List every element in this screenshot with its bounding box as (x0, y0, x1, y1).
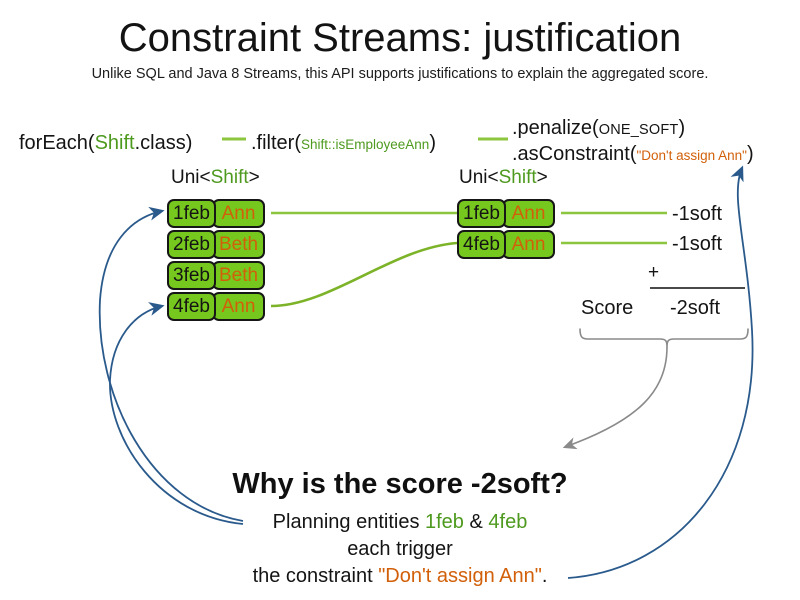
left-fact-row-4[interactable]: 4feb Ann (167, 292, 265, 321)
row-penalty-1: -1soft (672, 203, 723, 225)
explanation-line-1: Planning entities 1feb & 4feb (0, 511, 800, 534)
left-row-1-employee: Ann (212, 199, 265, 228)
code-step-filter[interactable]: .filter(Shift::isEmployeeAnn) (251, 133, 436, 153)
left-row-1-date: 1feb (167, 199, 216, 228)
left-row-2-date: 2feb (167, 230, 216, 259)
right-row-1-employee: Ann (502, 199, 555, 228)
score-sum-operator: + (648, 262, 660, 283)
left-uni-suffix: > (248, 167, 260, 188)
left-fact-row-3[interactable]: 3feb Beth (167, 261, 265, 290)
right-uni-suffix: > (536, 167, 548, 188)
left-stream-type-label: Uni<Shift> (171, 167, 260, 189)
justification-arrow-4feb (109, 302, 244, 525)
code-step-foreach[interactable]: forEach(Shift.class) (19, 133, 192, 153)
right-fact-row-2[interactable]: 4feb Ann (457, 230, 555, 259)
code-asconstraint-prefix: .asConstraint( (512, 143, 637, 165)
right-row-2-employee: Ann (502, 230, 555, 259)
score-label: Score (581, 297, 634, 319)
explanation-constraint-name: "Don't assign Ann" (378, 565, 542, 587)
right-fact-row-1[interactable]: 1feb Ann (457, 199, 555, 228)
code-foreach-suffix: .class) (134, 132, 193, 154)
explanation-line3-period: . (541, 565, 548, 587)
left-row-3-employee: Beth (212, 261, 265, 290)
score-total-value: -2soft (670, 297, 721, 319)
right-stream-type-label: Uni<Shift> (459, 167, 548, 189)
left-row-4-employee: Ann (212, 292, 265, 321)
explanation-heading: Why is the score -2soft? (232, 468, 568, 500)
explanation-entity-1feb: 1feb (425, 511, 464, 533)
score-brace (579, 328, 749, 348)
slide-subtitle: Unlike SQL and Java 8 Streams, this API … (91, 66, 709, 82)
explanation-line1-text: Planning entities (272, 511, 425, 533)
left-row-3-date: 3feb (167, 261, 216, 290)
explanation-entity-4feb: 4feb (488, 511, 528, 533)
code-penalize-prefix: .penalize( (512, 117, 599, 139)
left-fact-row-2[interactable]: 2feb Beth (167, 230, 265, 259)
left-uni-generic: Shift (210, 167, 249, 188)
justification-arrow-1feb (98, 206, 244, 522)
left-row-4-date: 4feb (167, 292, 216, 321)
left-fact-row-1[interactable]: 1feb Ann (167, 199, 265, 228)
code-asconstraint-suffix: ) (746, 143, 754, 165)
right-row-1-date: 1feb (457, 199, 506, 228)
justification-arrow-constraint (567, 165, 754, 579)
code-asconstraint-arg: "Don't assign Ann" (636, 148, 747, 163)
explanation-line3-text: the constraint (252, 565, 379, 587)
code-penalize-arg: ONE_SOFT (598, 122, 679, 138)
code-penalize-suffix: ) (678, 117, 686, 139)
code-filter-suffix: ) (429, 132, 436, 154)
stream-edge-4feb (270, 241, 458, 308)
code-foreach-arg: Shift (94, 132, 135, 154)
explanation-line1-amp: & (463, 511, 489, 533)
code-filter-arg: Shift::isEmployeeAnn (301, 137, 430, 152)
code-foreach-prefix: forEach( (19, 132, 95, 154)
right-row-2-date: 4feb (457, 230, 506, 259)
score-sum-rule (650, 287, 745, 289)
right-uni-prefix: Uni< (459, 167, 499, 188)
left-row-2-employee: Beth (212, 230, 265, 259)
explanation-line-3: the constraint "Don't assign Ann". (0, 565, 800, 588)
code-step-asconstraint[interactable]: .asConstraint("Don't assign Ann") (512, 144, 754, 164)
slide-title: Constraint Streams: justification (118, 16, 682, 60)
explanation-line-2: each trigger (347, 538, 453, 560)
right-uni-generic: Shift (498, 167, 537, 188)
code-step-penalize[interactable]: .penalize(ONE_SOFT) (512, 118, 685, 138)
row-penalty-2: -1soft (672, 233, 723, 255)
code-filter-prefix: .filter( (251, 132, 301, 154)
brace-to-question-arrow (562, 346, 668, 450)
left-uni-prefix: Uni< (171, 167, 211, 188)
